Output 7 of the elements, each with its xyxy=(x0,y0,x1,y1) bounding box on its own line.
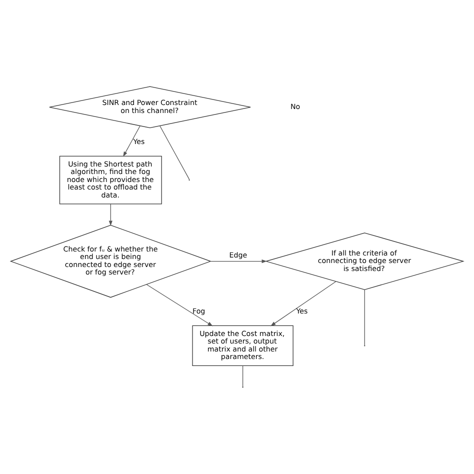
connector xyxy=(364,290,365,346)
arrow xyxy=(108,204,112,226)
arrow xyxy=(146,284,213,326)
connector xyxy=(160,126,190,180)
arrow xyxy=(270,281,336,326)
arrow xyxy=(123,126,140,157)
arrow xyxy=(210,259,267,264)
